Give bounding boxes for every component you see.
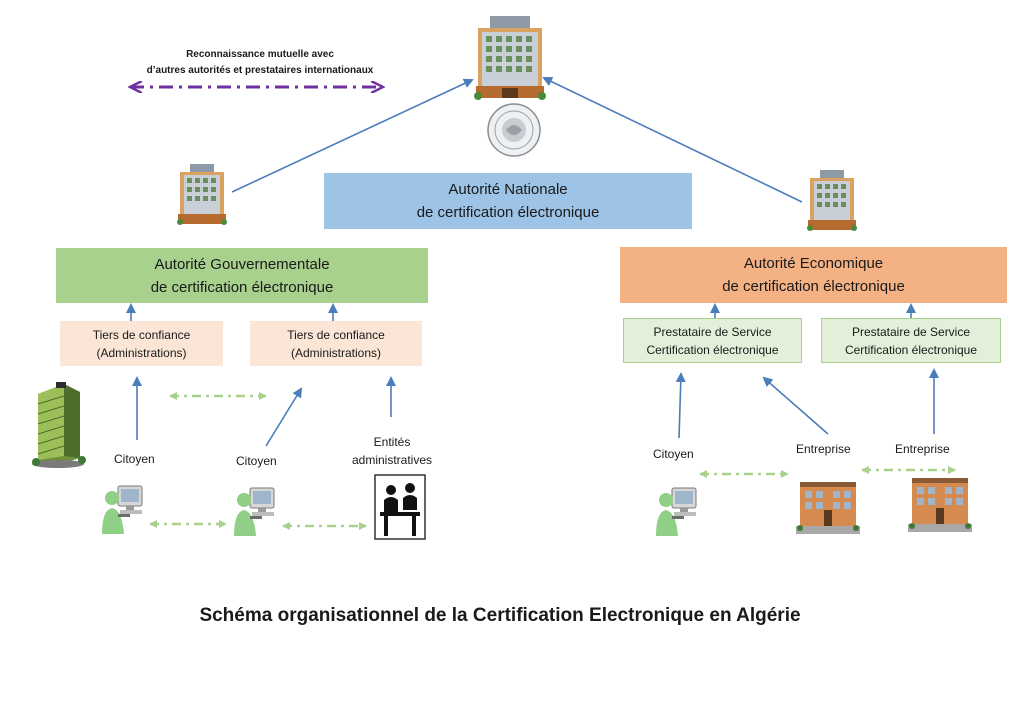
entites-line-1: Entités	[373, 435, 411, 449]
gov-line-2: de certification électronique	[150, 278, 334, 296]
presta-2-line-1: Prestataire de Service	[851, 324, 971, 339]
entreprise-label-1: Entreprise	[796, 442, 851, 456]
eco-line-1: Autorité Economique	[743, 255, 884, 272]
prestataire-box-1: Prestataire de Service Certification éle…	[623, 318, 802, 363]
gov-authority-box: Autorité Gouvernementale de certificatio…	[56, 248, 428, 303]
gov-building-icon	[177, 164, 227, 225]
diagram-caption: Schéma organisationnel de la Certificati…	[199, 605, 801, 626]
entites-label: Entités administratives	[343, 433, 441, 469]
eco-authority-box: Autorité Economique de certification éle…	[620, 247, 1007, 303]
tiers-box-2: Tiers de confiance (Administrations)	[250, 321, 422, 366]
prestataire-box-2: Prestataire de Service Certification éle…	[821, 318, 1001, 363]
eco-line-2: de certification électronique	[722, 278, 905, 295]
entreprise-label-2: Entreprise	[895, 442, 950, 456]
citoyen2-to-tiers2-arrow	[265, 387, 303, 447]
entreprise-building-icon-1	[796, 482, 860, 534]
citoyen-computer-icon-2	[234, 487, 275, 536]
gov-line-1: Autorité Gouvernementale	[154, 255, 330, 273]
national-line-2: de certification électronique	[416, 204, 600, 221]
presta-1-line-1: Prestataire de Service	[653, 324, 772, 339]
recognition-line-1: Reconnaissance mutuelle avec	[186, 49, 334, 60]
tiers-box-1: Tiers de confiance (Administrations)	[60, 321, 223, 366]
eco-to-national-arrow	[542, 76, 803, 203]
eco-building-icon	[807, 170, 857, 231]
citoyen-computer-icon-1	[102, 485, 143, 534]
citoyen-computer-icon-3	[656, 487, 697, 536]
presta-1-line-2: Certification électronique	[646, 342, 779, 357]
entreprise-building-icon-2	[908, 478, 972, 532]
recognition-label: Reconnaissance mutuelle avec d’autres au…	[110, 47, 410, 79]
presta-2-line-2: Certification électronique	[844, 342, 978, 357]
citoyen-label-3: Citoyen	[653, 447, 694, 461]
citoyen-label-1: Citoyen	[114, 452, 155, 466]
gov-to-national-arrow	[231, 78, 474, 193]
administration-tower-icon	[32, 382, 86, 468]
recognition-line-2: d’autres autorités et prestataires inter…	[146, 65, 374, 76]
administrative-counter-icon	[374, 474, 426, 540]
entites-line-2: administratives	[351, 453, 433, 467]
tiers-2-line-2: (Administrations)	[290, 345, 382, 360]
national-authority-box: Autorité Nationale de certification élec…	[324, 173, 692, 229]
entreprise1-to-presta1-arrow	[762, 376, 829, 435]
tiers-2-line-1: Tiers de confiance	[287, 327, 385, 342]
citoyen3-to-presta1-arrow	[675, 372, 686, 439]
tiers-1-line-1: Tiers de confiance	[92, 327, 191, 342]
national-seal-icon	[487, 103, 541, 157]
national-line-1: Autorité Nationale	[448, 181, 568, 198]
national-building-icon	[474, 16, 546, 100]
citoyen-label-2: Citoyen	[236, 454, 277, 468]
tiers-1-line-2: (Administrations)	[96, 345, 187, 360]
